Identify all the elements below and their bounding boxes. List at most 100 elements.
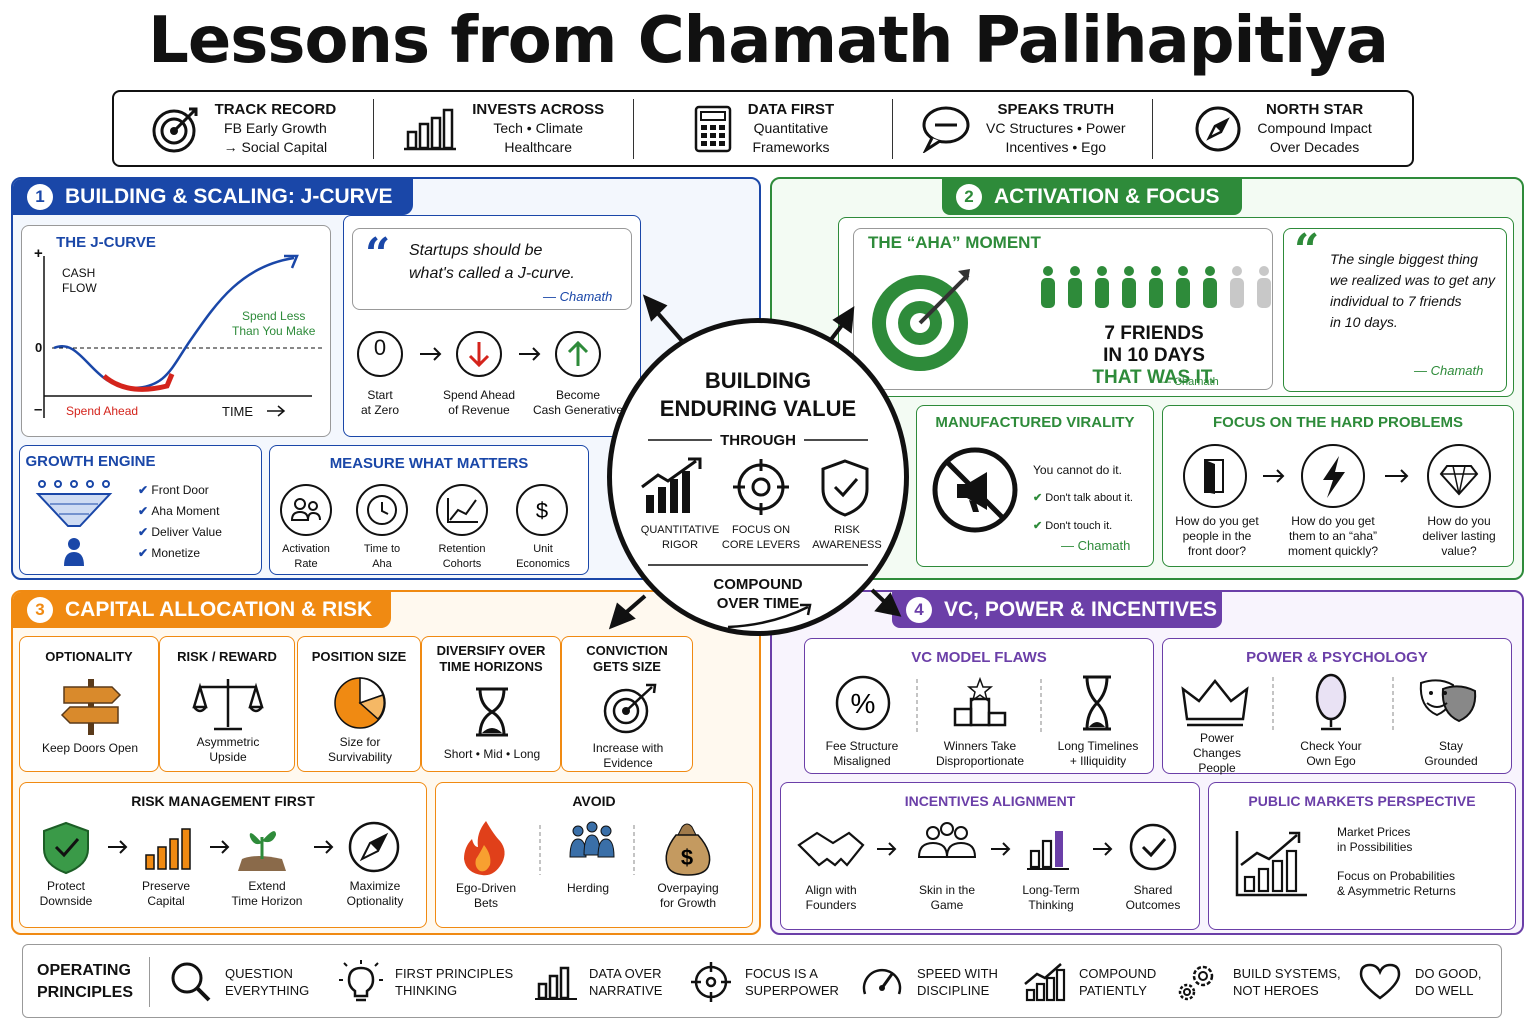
hub-divider	[648, 439, 868, 441]
hard-title: FOCUS ON THE HARD PROBLEMS	[1212, 414, 1463, 431]
growth-item: ✔ Deliver Value	[138, 522, 222, 543]
quote-line: individual to 7 friends	[1330, 293, 1462, 309]
section-title: VC, POWER & INCENTIVES	[944, 598, 1218, 621]
growth-engine-card: GROWTH ENGINE ✔ Front Door ✔ Aha Moment …	[19, 445, 262, 575]
growth-title: GROWTH ENGINE	[25, 453, 156, 470]
hard-line: front door?	[1187, 544, 1247, 558]
hub-item-line: FOCUS ON	[731, 524, 791, 536]
incent-line: Skin in the	[918, 883, 976, 897]
vc-timelines: Long Timelines+ Illiquidity	[1045, 739, 1151, 769]
flow-label: FLOW	[62, 281, 97, 295]
vc-line: Winners Take	[943, 739, 1017, 753]
risk-line: Preserve	[141, 879, 191, 893]
virality-line: You cannot do it.	[1033, 463, 1122, 477]
metric-line: Unit	[533, 543, 553, 555]
risk-line: Capital	[147, 894, 185, 908]
incent-line: Align with	[805, 883, 857, 897]
jcurve-steps	[357, 331, 601, 377]
topbar-line: VC Structures • Power	[986, 120, 1126, 136]
scales-icon	[192, 679, 264, 731]
topbar-line: Incentives • Ego	[1005, 139, 1107, 155]
caption-line: Increase with	[592, 741, 664, 755]
hard-line: How do you	[1427, 514, 1491, 528]
magnifier-icon	[171, 962, 211, 1002]
card-caption: Short • Mid • Long	[443, 747, 541, 761]
virality-line-label: Don't talk about it.	[1045, 492, 1133, 504]
gears-icon	[1178, 965, 1214, 1001]
spend-ahead-label: Spend Ahead	[66, 404, 139, 418]
hub-bottom-line: COMPOUND	[713, 576, 803, 593]
quote-mark-icon: “	[1294, 225, 1320, 276]
lightbulb-icon	[339, 960, 383, 1002]
public-text: Focus on Probabilities	[1337, 869, 1456, 883]
power-title: POWER & PSYCHOLOGY	[1246, 649, 1428, 666]
hourglass-icon	[476, 687, 508, 737]
bar-chart-icon	[404, 108, 457, 150]
risk-icons	[43, 821, 400, 875]
power-line: Stay	[1438, 739, 1463, 753]
risk-line: Maximize	[349, 879, 401, 893]
metric-line: Activation	[282, 543, 330, 555]
growth-item-label: Front Door	[151, 483, 209, 497]
principle-line: THINKING	[395, 983, 458, 998]
card-title: POSITION SIZE	[311, 649, 407, 664]
hub-bottom	[648, 564, 868, 629]
caption-line: Upside	[209, 750, 247, 764]
quote-author: — Chamath	[543, 289, 613, 304]
principle-line: DO WELL	[1415, 983, 1474, 998]
cash-label: CASH	[62, 266, 96, 280]
vc-line: Long Timelines	[1057, 739, 1139, 753]
quote-line: Startups should be	[409, 242, 543, 259]
time-label: TIME	[222, 404, 254, 419]
hard-problems-card: FOCUS ON THE HARD PROBLEMS How do you ge…	[1162, 405, 1514, 567]
growth-item-label: Aha Moment	[151, 504, 220, 518]
hard-problem-icons	[1183, 444, 1491, 508]
section-title: BUILDING & SCALING: J-CURVE	[65, 185, 393, 208]
aha-line: 7 FRIENDS	[1104, 323, 1204, 344]
avoid-icons: $	[464, 821, 711, 876]
section-title: CAPITAL ALLOCATION & RISK	[65, 598, 373, 621]
vc-icons: %	[835, 675, 1111, 733]
aha-line: IN 10 DAYS	[1103, 345, 1205, 366]
metric-line: Rate	[294, 558, 318, 570]
no-megaphone-icon	[932, 447, 1018, 533]
virality-line: ✔ Don't talk about it.	[1033, 484, 1133, 512]
risk-line: Downside	[39, 894, 93, 908]
topbar-line: Tech • Climate	[493, 120, 584, 136]
hub-bottom-line: OVER TIME	[716, 595, 800, 612]
hard-line: deliver lasting	[1422, 529, 1496, 543]
speedometer-icon	[862, 968, 902, 995]
principle-line: SUPERPOWER	[745, 983, 839, 998]
hub-item-line: RISK	[834, 524, 860, 536]
ops-title-line: OPERATING	[37, 962, 131, 979]
